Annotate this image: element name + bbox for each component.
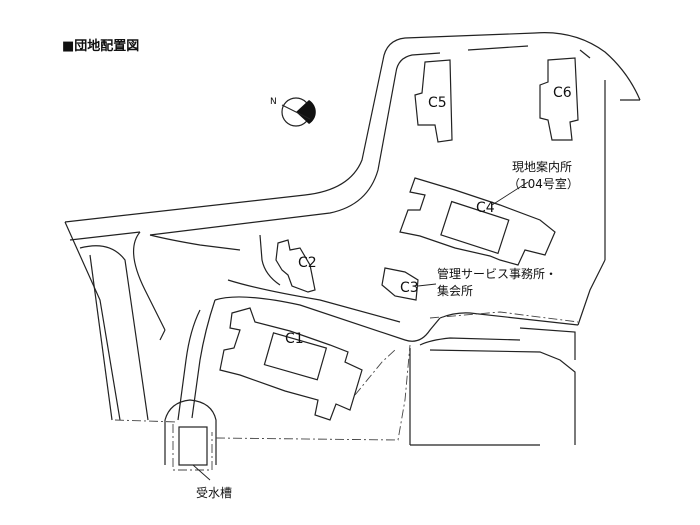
site-office-label-line2: （104号室） (508, 176, 579, 191)
building-c4: C4 (399, 177, 556, 266)
management-office-label-line1: 管理サービス事務所・ (437, 266, 557, 281)
building-c3: C3 (381, 267, 419, 301)
north-label: N (270, 97, 277, 107)
building-c5-label: C5 (428, 95, 447, 111)
water-tank-label: 受水槽 (196, 486, 232, 500)
north-arrow-icon: N (270, 97, 316, 127)
roads (64, 32, 641, 465)
building-c1: C1 (219, 307, 363, 421)
building-c3-label: C3 (400, 280, 419, 296)
building-c6: C6 (539, 57, 579, 141)
map-title: ■団地配置図 (62, 38, 139, 54)
site-boundary (114, 311, 579, 471)
management-office-label-line2: 集会所 (437, 283, 473, 298)
building-c6-label: C6 (553, 85, 572, 101)
water-tank (178, 426, 208, 466)
building-c2: C2 (275, 239, 317, 293)
building-c4-label: C4 (476, 200, 495, 216)
site-office-label-line1: 現地案内所 (512, 159, 572, 174)
building-c2-label: C2 (298, 255, 317, 271)
building-c1-label: C1 (285, 331, 304, 347)
building-c5: C5 (414, 59, 453, 143)
